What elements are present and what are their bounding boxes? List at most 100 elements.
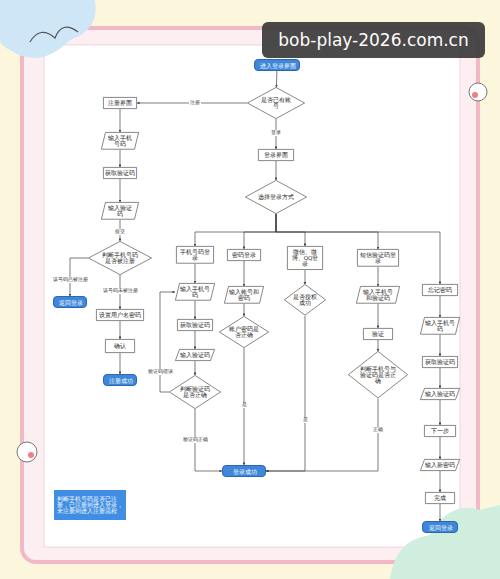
io-parallelogram: 输入账号和密码: [224, 286, 264, 304]
node-text-wrap: 返回登录: [425, 525, 457, 531]
terminal-node: 登录成功: [222, 465, 266, 477]
leaf-decoration: [390, 505, 500, 579]
terminal-node: 进入登录界面: [254, 59, 300, 70]
node-text-wrap: 进入登录界面: [257, 63, 299, 69]
node-outline: [96, 309, 143, 320]
node-text-wrap: 登录界面: [260, 152, 292, 158]
node-outline: [348, 352, 407, 399]
process-box: 短信验证码登录: [357, 249, 399, 267]
node-outline: [356, 287, 399, 304]
decision-diamond: 判断验证码是否正确: [169, 375, 221, 409]
node-outline: [101, 133, 138, 150]
node-text-wrap: 判断手机号码是否被注册: [101, 252, 139, 265]
node-text-wrap: 短信验证码登录: [359, 252, 397, 265]
node-outline: [169, 375, 220, 408]
flower-decoration: [17, 442, 37, 462]
decision-diamond: 判断手机号与验证码是否正确: [348, 351, 408, 398]
flow-arrow: [378, 267, 379, 286]
decision-diamond: 账户密码是否正确: [219, 316, 269, 348]
node-label: 判断手机号码是否被注册: [101, 252, 139, 265]
node-text-wrap: 获取验证码: [179, 322, 211, 328]
edge-label: 该号码未被注册: [102, 288, 139, 294]
io-parallelogram: 输入验证码: [175, 349, 215, 361]
watermark: bob-play-2026.com.cn: [278, 30, 468, 50]
flow-arrow: [266, 399, 378, 471]
node-label: 获取验证码: [105, 170, 135, 176]
node-label: 输入手机号码: [106, 135, 135, 148]
node-outline: [420, 388, 459, 399]
process-box: 获取验证码: [422, 356, 458, 368]
node-label: 判断验证码是否正确: [179, 386, 210, 399]
node-label: 返回登录: [425, 525, 457, 531]
edge-label: 正确: [372, 427, 384, 433]
flow-arrow: [195, 361, 196, 375]
flower-center: [28, 452, 34, 458]
process-box: 设置用户名密码: [96, 309, 144, 321]
node-label: 登录成功: [225, 469, 265, 475]
flow-arrow: [276, 214, 440, 284]
node-text-wrap: 输入验证码: [106, 205, 135, 218]
node-text-wrap: 选择登录方式: [257, 194, 294, 200]
node-label: 输入账号和密码: [229, 289, 260, 302]
process-box: 验证: [363, 328, 393, 340]
node-outline: [287, 246, 322, 269]
node-label: 注册界面: [105, 100, 135, 106]
node-outline: [425, 492, 454, 503]
node-outline: [227, 249, 260, 260]
node-text-wrap: 是否已有账号: [259, 97, 294, 110]
node-outline: [420, 459, 459, 470]
edge-label: 该号码已被注册: [52, 277, 89, 283]
node-outline: [103, 167, 136, 178]
node-outline: [284, 285, 325, 316]
node-text-wrap: 确认: [107, 343, 133, 349]
node-label: 输入新密码: [425, 462, 456, 468]
node-text-wrap: 登录成功: [225, 469, 265, 475]
node-label: 短信验证码登录: [359, 252, 397, 265]
node-label: 是否授权成功: [292, 294, 317, 307]
process-box: 密码登录: [227, 249, 261, 261]
edge-label: 注册: [189, 100, 201, 106]
watermark-box: bob-play-2026.com.cn: [262, 22, 485, 58]
io-parallelogram: 输入验证码: [101, 202, 139, 220]
flow-arrow: [276, 161, 277, 180]
flow-arrow: [276, 214, 378, 249]
node-outline: [103, 97, 136, 108]
node-label: 输入手机号码: [425, 320, 456, 333]
node-label: 验证: [365, 331, 391, 337]
decision-diamond: 选择登录方式: [245, 180, 307, 214]
node-outline: [224, 287, 263, 304]
flow-arrow: [378, 340, 379, 351]
process-box: 注册界面: [103, 97, 137, 109]
node-outline: [175, 349, 214, 360]
node-text-wrap: 判断手机号码是否已注册，已注册则进入登录，未注册则进入注册流程: [57, 496, 123, 515]
edge-label: 是: [302, 417, 309, 423]
node-label: 账户密码是否正确: [229, 326, 259, 339]
flow-arrow: [120, 321, 121, 339]
node-label: 注册成功: [106, 378, 136, 384]
flow-arrow: [244, 261, 245, 286]
flow-arrow: [195, 214, 276, 246]
node-outline: [101, 203, 138, 220]
flow-arrow: [440, 437, 441, 459]
process-box: 手机号码登录: [176, 246, 214, 264]
flow-arrow: [120, 150, 121, 167]
node-label: 判断手机号码是否已注册，已注册则进入登录，未注册则进入注册流程: [57, 496, 123, 515]
io-parallelogram: 输入手机号和验证码: [356, 286, 400, 304]
node-text-wrap: 是否授权成功: [292, 294, 317, 307]
node-outline: [363, 328, 392, 339]
node-outline: [88, 241, 151, 274]
flow-arrow: [440, 296, 441, 317]
process-box: 微信、微博、QQ登录: [287, 246, 323, 270]
node-label: 微信、微博、QQ登录: [289, 249, 321, 268]
terminal-node: 注册成功: [103, 374, 137, 386]
flow-arrow: [160, 292, 175, 392]
flow-arrow: [195, 264, 196, 283]
flow-arrow: [244, 304, 245, 316]
node-label: 设置用户名密码: [98, 312, 142, 318]
node-label: 返回登录: [56, 300, 86, 306]
node-text-wrap: 获取验证码: [424, 359, 456, 365]
node-label: 选择登录方式: [257, 194, 294, 200]
node-label: 获取验证码: [179, 322, 211, 328]
node-text-wrap: 输入手机号和验证码: [361, 289, 396, 302]
node-text-wrap: 输入新密码: [425, 462, 456, 468]
